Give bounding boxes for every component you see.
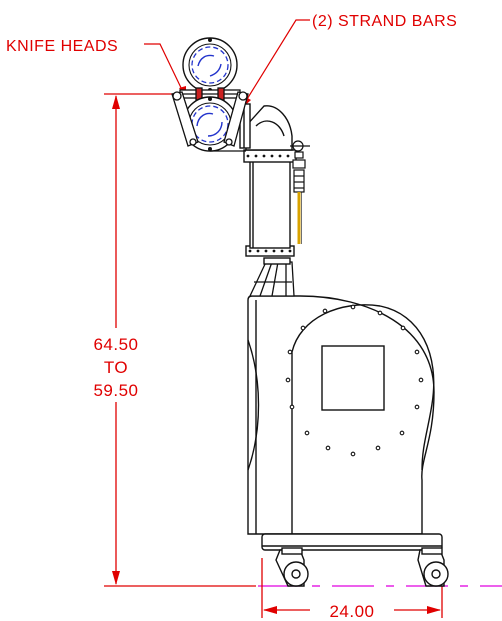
right-strand-bar [223, 91, 249, 147]
knife-heads-leader [144, 43, 185, 95]
housing-curve-detail [247, 339, 260, 471]
housing-bolts [285, 304, 424, 457]
strand-bars-callout: (2) STRAND BARS [312, 13, 457, 30]
housing-inner-scroll [291, 304, 435, 534]
cart-base [261, 533, 449, 587]
height-min-label: 59.50 [93, 381, 138, 400]
width-arrow-right [427, 606, 441, 614]
strand-bars-leader [243, 19, 310, 105]
side-fitting [290, 140, 310, 193]
drive-motor [243, 149, 297, 265]
height-arrow-bottom [112, 571, 120, 585]
height-arrow-top [112, 95, 120, 109]
height-to-label: TO [104, 358, 128, 377]
blower-housing [247, 295, 435, 535]
height-dimension [104, 93, 256, 587]
width-arrow-left [263, 606, 277, 614]
upper-knife-head [182, 37, 238, 93]
feed-hopper [248, 261, 295, 297]
elbow-fitting [239, 103, 293, 151]
width-label: 24.00 [329, 602, 374, 621]
knife-heads-callout: KNIFE HEADS [6, 38, 118, 55]
motor-body [249, 159, 291, 249]
access-panel [321, 345, 385, 411]
housing-outline [247, 295, 435, 535]
left-strand-bar [171, 91, 199, 147]
height-max-label: 64.50 [93, 335, 138, 354]
width-dimension [261, 558, 443, 618]
